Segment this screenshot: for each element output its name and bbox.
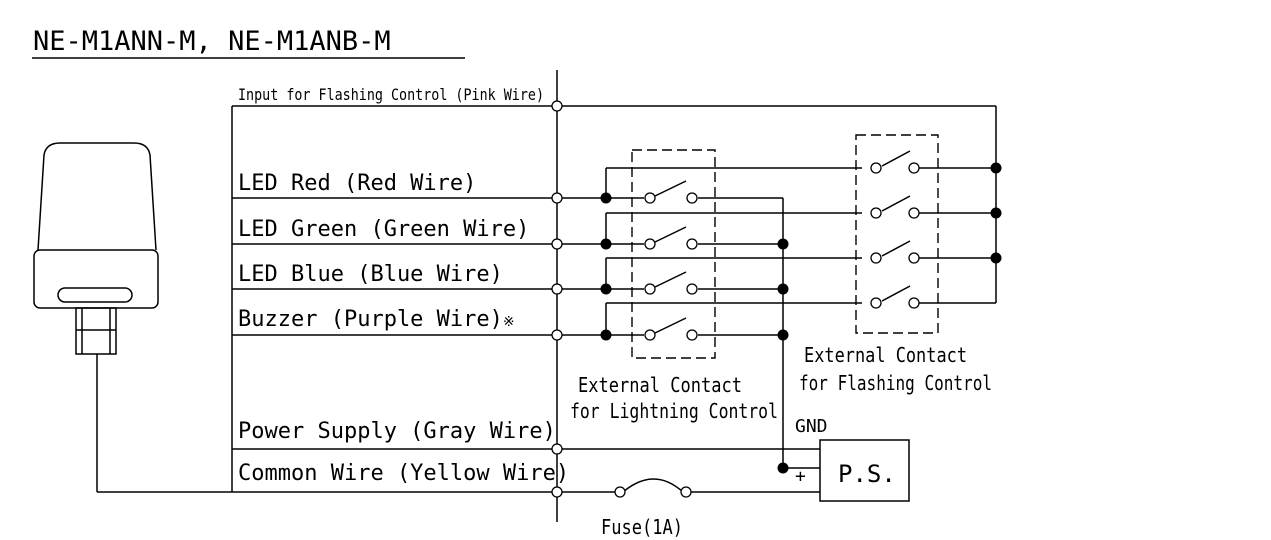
label-led-green: LED Green (Green Wire) <box>238 217 529 242</box>
lighting-contact-box <box>631 149 716 359</box>
terminal-points <box>551 100 563 498</box>
label-buzzer-mark: ※ <box>503 314 515 330</box>
tower-cap <box>37 142 157 251</box>
power-supply-box <box>819 439 910 502</box>
label-led-blue: LED Blue (Blue Wire) <box>238 262 503 287</box>
flashing-contacts <box>855 106 997 334</box>
flashing-contact-label-2: for Flashing Control <box>799 371 992 395</box>
label-led-red: LED Red (Red Wire) <box>238 171 476 196</box>
fuse-label: Fuse(1A) <box>601 515 683 539</box>
label-buzzer-text: Buzzer (Purple Wire) <box>238 307 503 332</box>
plus-label: + <box>795 466 806 487</box>
wire-bus <box>231 105 557 493</box>
label-common-wire: Common Wire (Yellow Wire) <box>238 461 569 486</box>
label-buzzer: Buzzer (Purple Wire)※ <box>238 307 515 332</box>
tower-base <box>33 249 159 309</box>
gnd-label: GND <box>795 416 828 437</box>
contact-terminals <box>614 162 920 498</box>
cable-gland <box>75 307 117 355</box>
lighting-contact-label-1: External Contact <box>578 373 742 397</box>
flashing-contact-label-1: External Contact <box>804 343 967 367</box>
diagram-title: NE-M1ANN-M, NE-M1ANB-M <box>33 26 391 57</box>
tower-indicator-slot <box>57 287 133 303</box>
flashing-branches <box>605 167 862 335</box>
signal-tower-unit <box>33 142 232 493</box>
label-power-supply: Power Supply (Gray Wire) <box>238 419 556 444</box>
fuse-symbol <box>622 478 684 493</box>
power-wiring <box>557 448 820 493</box>
junction-dots <box>600 162 1002 474</box>
power-supply-label: P.S. <box>838 460 896 488</box>
lighting-contact-label-2: for Lightning Control <box>570 399 778 423</box>
flashing-contact-box <box>855 134 939 334</box>
label-flashing-input: Input for Flashing Control (Pink Wire) <box>238 85 544 104</box>
